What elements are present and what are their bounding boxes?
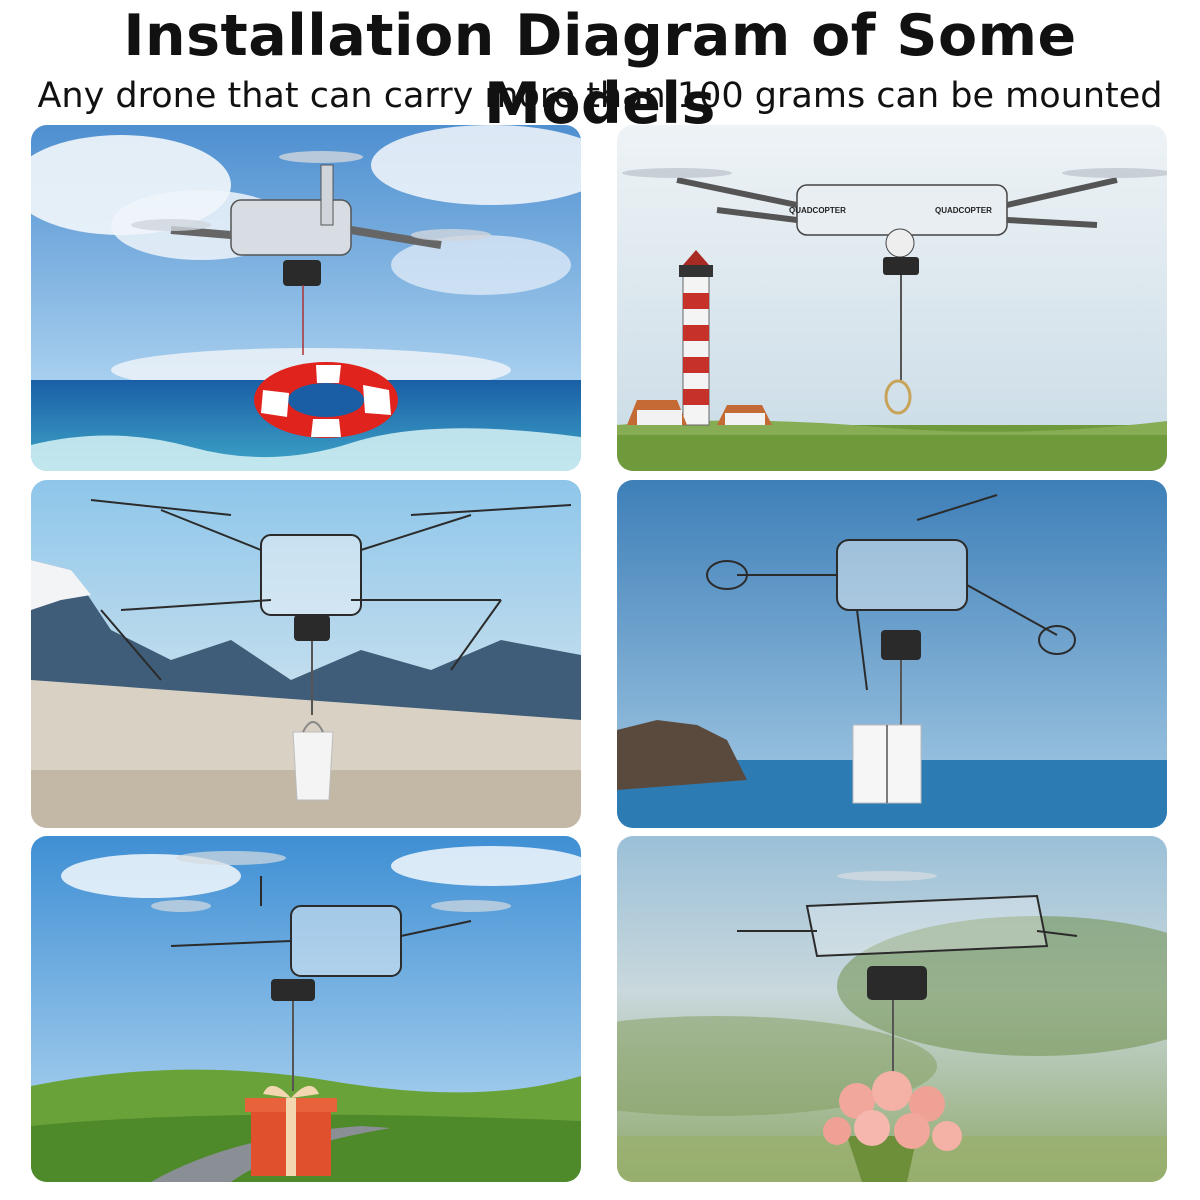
drone: QUADCOPTER QUADCOPTER xyxy=(622,168,1167,275)
panel-box xyxy=(617,480,1167,828)
drone xyxy=(90,499,572,681)
scene-sea-cliff xyxy=(617,480,1167,828)
page-subtitle: Any drone that can carry more than 100 g… xyxy=(37,76,1163,116)
drone xyxy=(737,871,1078,1000)
drone-label-right: QUADCOPTER xyxy=(935,206,992,215)
drone xyxy=(151,851,511,1001)
panel-roses xyxy=(617,836,1167,1182)
ring-icon xyxy=(884,379,912,415)
scene-mountains xyxy=(31,480,581,828)
box-icon xyxy=(852,724,922,804)
drone xyxy=(706,494,1076,691)
panel-gift-box xyxy=(31,836,581,1182)
scene-blurred-field xyxy=(617,836,1167,1182)
panel-lighthouse: QUADCOPTER QUADCOPTER xyxy=(617,125,1167,471)
gift-bag-icon xyxy=(292,721,334,801)
rose-bouquet-icon xyxy=(823,1071,962,1182)
scene-lighthouse: QUADCOPTER QUADCOPTER xyxy=(617,125,1167,471)
drone xyxy=(131,151,491,286)
panel-gift-bag xyxy=(31,480,581,828)
page-title: Installation Diagram of Some Models xyxy=(123,3,1077,137)
scene-ocean xyxy=(31,125,581,471)
gift-box-icon xyxy=(245,1085,337,1176)
life-buoy-icon xyxy=(254,362,398,438)
drone-label-left: QUADCOPTER xyxy=(789,206,846,215)
scene-countryside xyxy=(31,836,581,1182)
lighthouse xyxy=(627,250,772,426)
panel-life-buoy xyxy=(31,125,581,471)
